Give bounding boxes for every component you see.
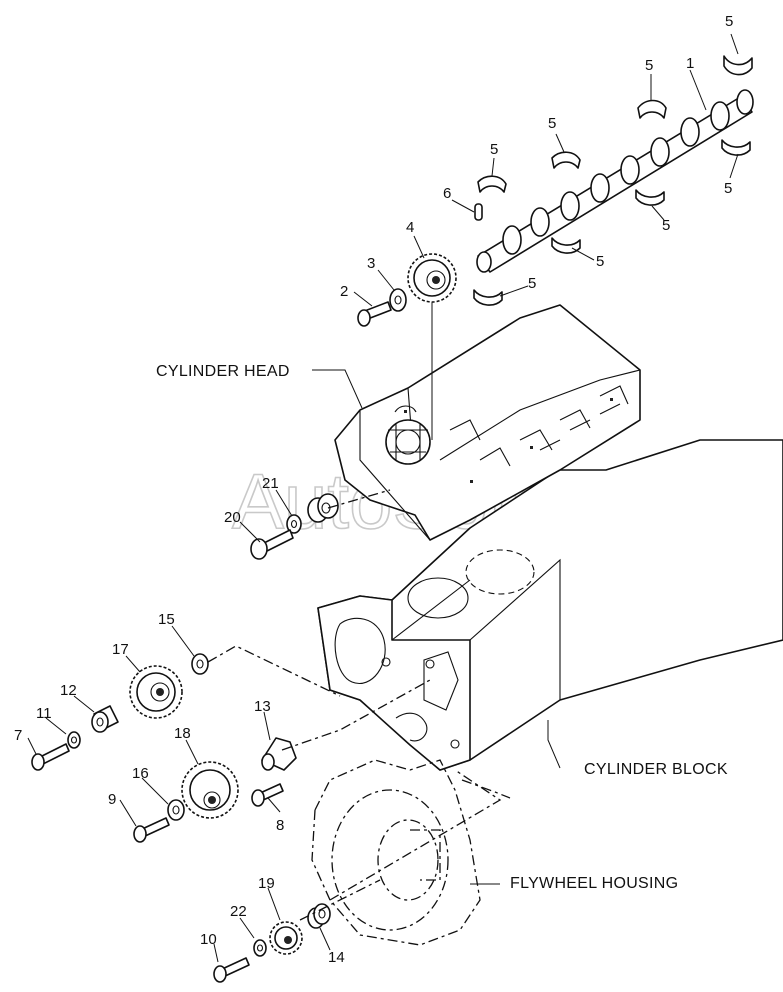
callout-1: 1: [686, 55, 694, 72]
callout-7: 7: [14, 727, 22, 744]
bolt-7: [31, 743, 70, 771]
bushing-14: [307, 903, 331, 929]
callout-3: 3: [367, 255, 375, 272]
callout-6: 6: [443, 185, 451, 202]
washer-16: [167, 799, 185, 821]
camshaft-gear: [407, 253, 457, 440]
callout-numbers: 1 2 3 4 5 5 5 5 5 5 5 5 6 7 8 9 10 11 12…: [14, 13, 733, 966]
callout-5-right: 5: [724, 180, 732, 197]
leader-lines: [27, 33, 739, 963]
callout-10: 10: [200, 931, 217, 948]
bushing-12: [91, 705, 119, 733]
cylinder-block: [317, 439, 783, 771]
assembly-labels: CYLINDER HEAD CYLINDER BLOCK FLYWHEEL HO…: [156, 363, 728, 892]
label-flywheel-housing: FLYWHEEL HOUSING: [510, 875, 678, 892]
callout-16: 16: [132, 765, 149, 782]
callout-13: 13: [254, 698, 271, 715]
bolt-9: [133, 817, 170, 843]
flywheel-housing: [311, 759, 511, 946]
callout-4: 4: [406, 219, 414, 236]
callout-20: 20: [224, 509, 241, 526]
callout-22: 22: [230, 903, 247, 920]
bolt-8: [251, 783, 284, 807]
bolt-2: [357, 301, 392, 327]
callout-5-lower: 5: [596, 253, 604, 270]
callout-8: 8: [276, 817, 284, 834]
washer-15: [191, 653, 209, 675]
idler-gear-18: [181, 761, 239, 819]
shaft-13: [261, 737, 297, 771]
callout-15: 15: [158, 611, 175, 628]
idler-gear-17: [129, 665, 183, 719]
callout-5-mid: 5: [548, 115, 556, 132]
callout-17: 17: [112, 641, 129, 658]
callout-14: 14: [328, 949, 345, 966]
washer-3: [389, 288, 407, 312]
callout-5-lower-right: 5: [662, 217, 670, 234]
callout-11: 11: [36, 705, 52, 722]
washer-22: [253, 939, 267, 957]
bolt-20: [250, 529, 294, 560]
callout-5-lower-left: 5: [528, 275, 536, 292]
callout-19: 19: [258, 875, 275, 892]
assembly-lines: [207, 489, 502, 921]
bolt-10: [213, 957, 250, 983]
callout-12: 12: [60, 682, 77, 699]
cylinder-head: [334, 304, 641, 541]
label-cylinder-block: CYLINDER BLOCK: [584, 761, 728, 778]
washer-11: [67, 731, 81, 749]
dowel-pin: [474, 203, 483, 221]
callout-5-top-right: 5: [725, 13, 733, 30]
cam-bearing-shells: [473, 55, 753, 306]
callout-5-left: 5: [490, 141, 498, 158]
callout-5-upper: 5: [645, 57, 653, 74]
callout-18: 18: [174, 725, 191, 742]
callout-9: 9: [108, 791, 116, 808]
label-cylinder-head: CYLINDER HEAD: [156, 363, 290, 380]
callout-2: 2: [340, 283, 348, 300]
gear-19: [269, 921, 303, 955]
washer-21: [286, 514, 302, 534]
callout-21: 21: [262, 475, 279, 492]
camshaft: [476, 89, 754, 273]
